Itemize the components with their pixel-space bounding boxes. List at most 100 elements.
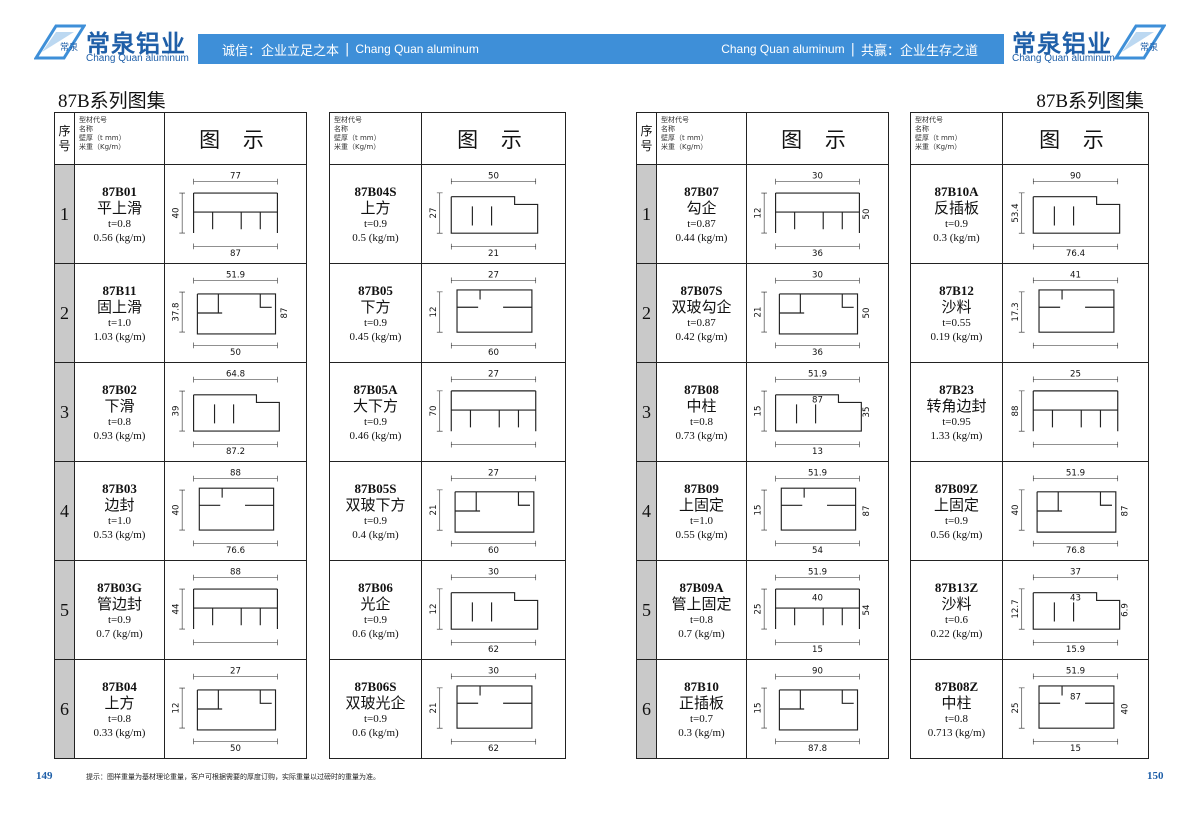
profile-code: 87B10 xyxy=(684,679,719,694)
profile-code: 87B03G xyxy=(97,580,142,595)
dimension-label: 76.8 xyxy=(1066,546,1085,556)
profile-thickness: t=0.8 xyxy=(944,713,968,725)
dimension-label: 77 xyxy=(230,172,241,182)
table-header-row: 型材代号名称壁厚（t mm）米重（Kg/m）图 示 xyxy=(329,112,566,165)
profile-name: 边封 xyxy=(104,496,135,514)
row-number: 5 xyxy=(636,560,657,660)
dimension-label: 36 xyxy=(812,348,823,358)
profile-name: 转角边封 xyxy=(926,397,987,415)
slogan-band-right: Chang Quan aluminum | 共赢：企业生存之道 xyxy=(600,34,1004,64)
meta-header-line: 米重（Kg/m） xyxy=(334,143,381,151)
dimension-label: 27 xyxy=(230,667,241,677)
profile-weight: 0.6 (kg/m) xyxy=(352,727,399,739)
dimension-label: 70 xyxy=(429,406,439,417)
dimension-label: 21 xyxy=(429,703,439,714)
seq-header: 序号 xyxy=(54,112,75,165)
dimension-label: 40 xyxy=(812,593,823,603)
meta-header-line: 型材代号 xyxy=(661,116,689,124)
profile-thickness: t=0.55 xyxy=(942,317,971,329)
profile-code: 87B23 xyxy=(939,382,974,397)
profile-weight: 1.33 (kg/m) xyxy=(930,430,983,442)
dimension-label: 50 xyxy=(862,209,872,220)
dimension-label: 27 xyxy=(488,369,499,379)
meta-header-line: 名称 xyxy=(915,125,929,133)
dimension-label: 62 xyxy=(488,645,499,655)
brand-name-en: Chang Quan aluminum xyxy=(1012,53,1115,64)
brand-mark-icon: 常泉 xyxy=(34,24,86,60)
page-number-left: 149 xyxy=(36,770,53,782)
row-number: 2 xyxy=(636,263,657,363)
profile-thickness: t=0.8 xyxy=(107,218,131,230)
dimension-label: 25 xyxy=(1011,703,1021,714)
profile-thickness: t=0.8 xyxy=(689,416,713,428)
slogan-left-cn: 诚信：企业立足之本 xyxy=(222,43,340,59)
row-number: 1 xyxy=(636,164,657,264)
profile-code: 87B05 xyxy=(358,283,393,298)
dimension-label: 21 xyxy=(488,249,499,259)
meta-header-line: 型材代号 xyxy=(79,116,107,124)
dimension-label: 54 xyxy=(862,605,872,616)
seq-header: 序号 xyxy=(636,112,657,165)
dimension-label: 43 xyxy=(1070,593,1081,603)
dimension-label: 39 xyxy=(171,406,181,417)
dimension-label: 15 xyxy=(753,406,763,417)
meta-header-line: 名称 xyxy=(334,125,348,133)
slogan-left-en: Chang Quan aluminum xyxy=(355,42,479,56)
row-number: 4 xyxy=(636,461,657,561)
slogan-band-left: 诚信：企业立足之本 | Chang Quan aluminum xyxy=(198,34,600,64)
profile-thickness: t=0.87 xyxy=(687,317,716,329)
profile-thickness: t=0.8 xyxy=(107,416,131,428)
dimension-label: 50 xyxy=(862,308,872,319)
meta-header: 型材代号名称壁厚（t mm）米重（Kg/m） xyxy=(329,112,422,165)
profile-code: 87B01 xyxy=(102,184,137,199)
profile-name: 勾企 xyxy=(686,199,717,217)
dimension-label: 37.8 xyxy=(171,303,181,322)
dimension-label: 87 xyxy=(280,308,290,319)
profile-weight: 0.46 (kg/m) xyxy=(349,430,402,442)
dimension-label: 90 xyxy=(812,667,823,677)
dimension-label: 25 xyxy=(1070,369,1081,379)
meta-header-line: 壁厚（t mm） xyxy=(915,134,962,142)
meta-header-line: 壁厚（t mm） xyxy=(79,134,126,142)
dimension-label: 40 xyxy=(171,505,181,516)
dimension-label: 51.9 xyxy=(808,370,827,380)
profile-name: 中柱 xyxy=(686,397,717,415)
profile-name: 上固定 xyxy=(678,496,724,514)
profile-code: 87B13Z xyxy=(934,580,979,595)
profile-name: 大下方 xyxy=(352,397,398,415)
dimension-label: 90 xyxy=(1070,171,1081,181)
dimension-label: 12.7 xyxy=(1011,599,1021,618)
profile-code: 87B08Z xyxy=(934,679,979,694)
profile-code: 87B09 xyxy=(684,481,719,496)
dimension-label: 21 xyxy=(429,505,439,516)
table-header-row: 序号型材代号名称壁厚（t mm）米重（Kg/m）图 示 xyxy=(54,112,307,165)
slogan-right-en: Chang Quan aluminum xyxy=(721,42,845,56)
